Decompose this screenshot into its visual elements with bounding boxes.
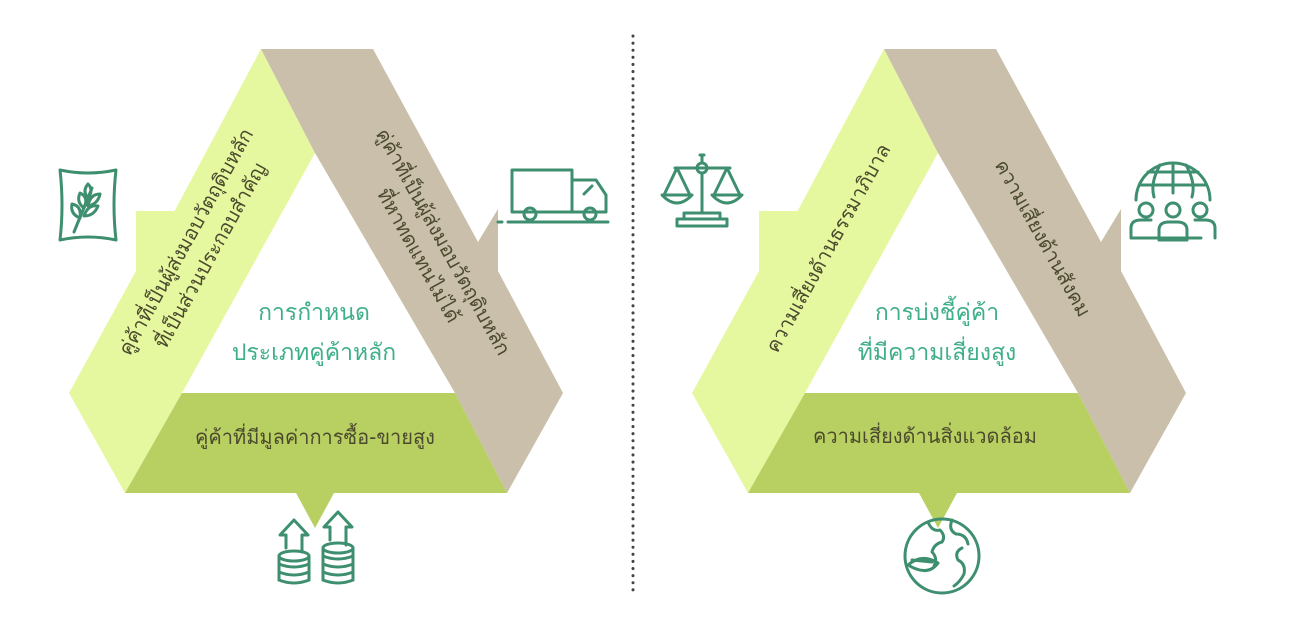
left-band-shape: [69, 49, 315, 493]
truck-icon: [496, 168, 610, 224]
left-triangle-diagram: คู่ค้าที่เป็นผู้ส่งมอบวัตถุดิบหลัก ที่เป…: [58, 49, 610, 585]
scales-icon: [660, 153, 744, 228]
center-title-line-1: การกำหนด: [258, 300, 370, 326]
bottom-band-label: คู่ค้าที่มีมูลค่าการซื้อ-ขายสูง: [195, 423, 435, 450]
social-band-shape: [884, 49, 1186, 493]
earth-leaf-icon: [903, 517, 981, 595]
right-triangle-diagram: ความเสี่ยงด้านธรรมาภิบาล ความเสี่ยงด้านส…: [692, 49, 1186, 528]
center-title-line-2: ประเภทคู่ค้าหลัก: [232, 340, 396, 366]
center-title-line-2: ที่มีความเสี่ยงสูง: [858, 336, 1017, 366]
coins-up-icon: [277, 510, 355, 585]
grain-sack-icon: [58, 168, 118, 242]
governance-band-shape: [692, 49, 938, 493]
environment-band-shape: [748, 393, 1130, 528]
right-band-shape: [261, 49, 563, 493]
center-title-line-1: การบ่งชี้คู่ค้า: [875, 296, 999, 326]
globe-people-icon: [1129, 161, 1217, 242]
environment-band-label: ความเสี่ยงด้านสิ่งแวดล้อม: [813, 422, 1037, 448]
bottom-band-shape: [125, 393, 507, 528]
